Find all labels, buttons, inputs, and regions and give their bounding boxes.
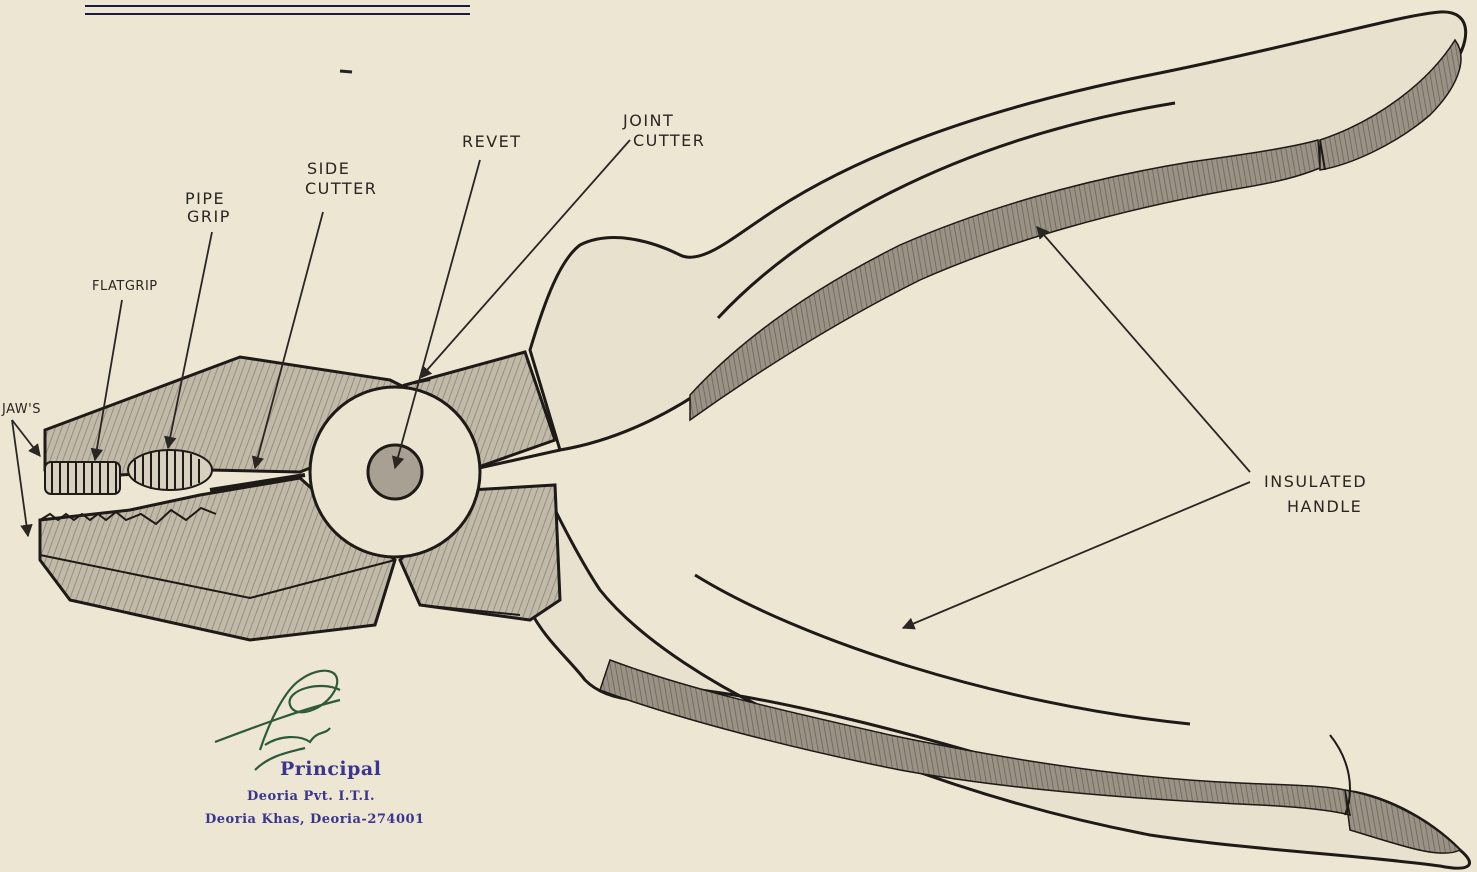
rivet xyxy=(368,445,422,499)
label-pipe-grip-2: GRIP xyxy=(187,207,231,226)
flat-grip-teeth xyxy=(45,462,120,494)
stamp-title: Principal xyxy=(280,758,381,780)
label-rivet: REVET xyxy=(462,132,522,151)
stamp-line-2: Deoria Khas, Deoria-274001 xyxy=(205,812,425,827)
signature xyxy=(215,671,340,770)
label-flat-grip: FLATGRIP xyxy=(92,279,158,294)
label-insulated-handle-2: HANDLE xyxy=(1287,497,1362,516)
label-pipe-grip-1: PIPE xyxy=(185,189,225,208)
label-joint-cutter-1: JOINT xyxy=(622,111,674,130)
label-jaws: JAW'S xyxy=(1,402,41,417)
label-side-cutter-2: CUTTER xyxy=(305,179,377,198)
pipe-grip-teeth xyxy=(128,450,212,490)
label-joint-cutter-2: CUTTER xyxy=(633,131,705,150)
stamp-line-1: Deoria Pvt. I.T.I. xyxy=(247,789,375,804)
header-rule xyxy=(85,6,470,72)
label-side-cutter-1: SIDE xyxy=(307,159,350,178)
label-insulated-handle-1: INSULATED xyxy=(1264,472,1367,491)
principal-stamp: Principal Deoria Pvt. I.T.I. Deoria Khas… xyxy=(205,758,425,827)
